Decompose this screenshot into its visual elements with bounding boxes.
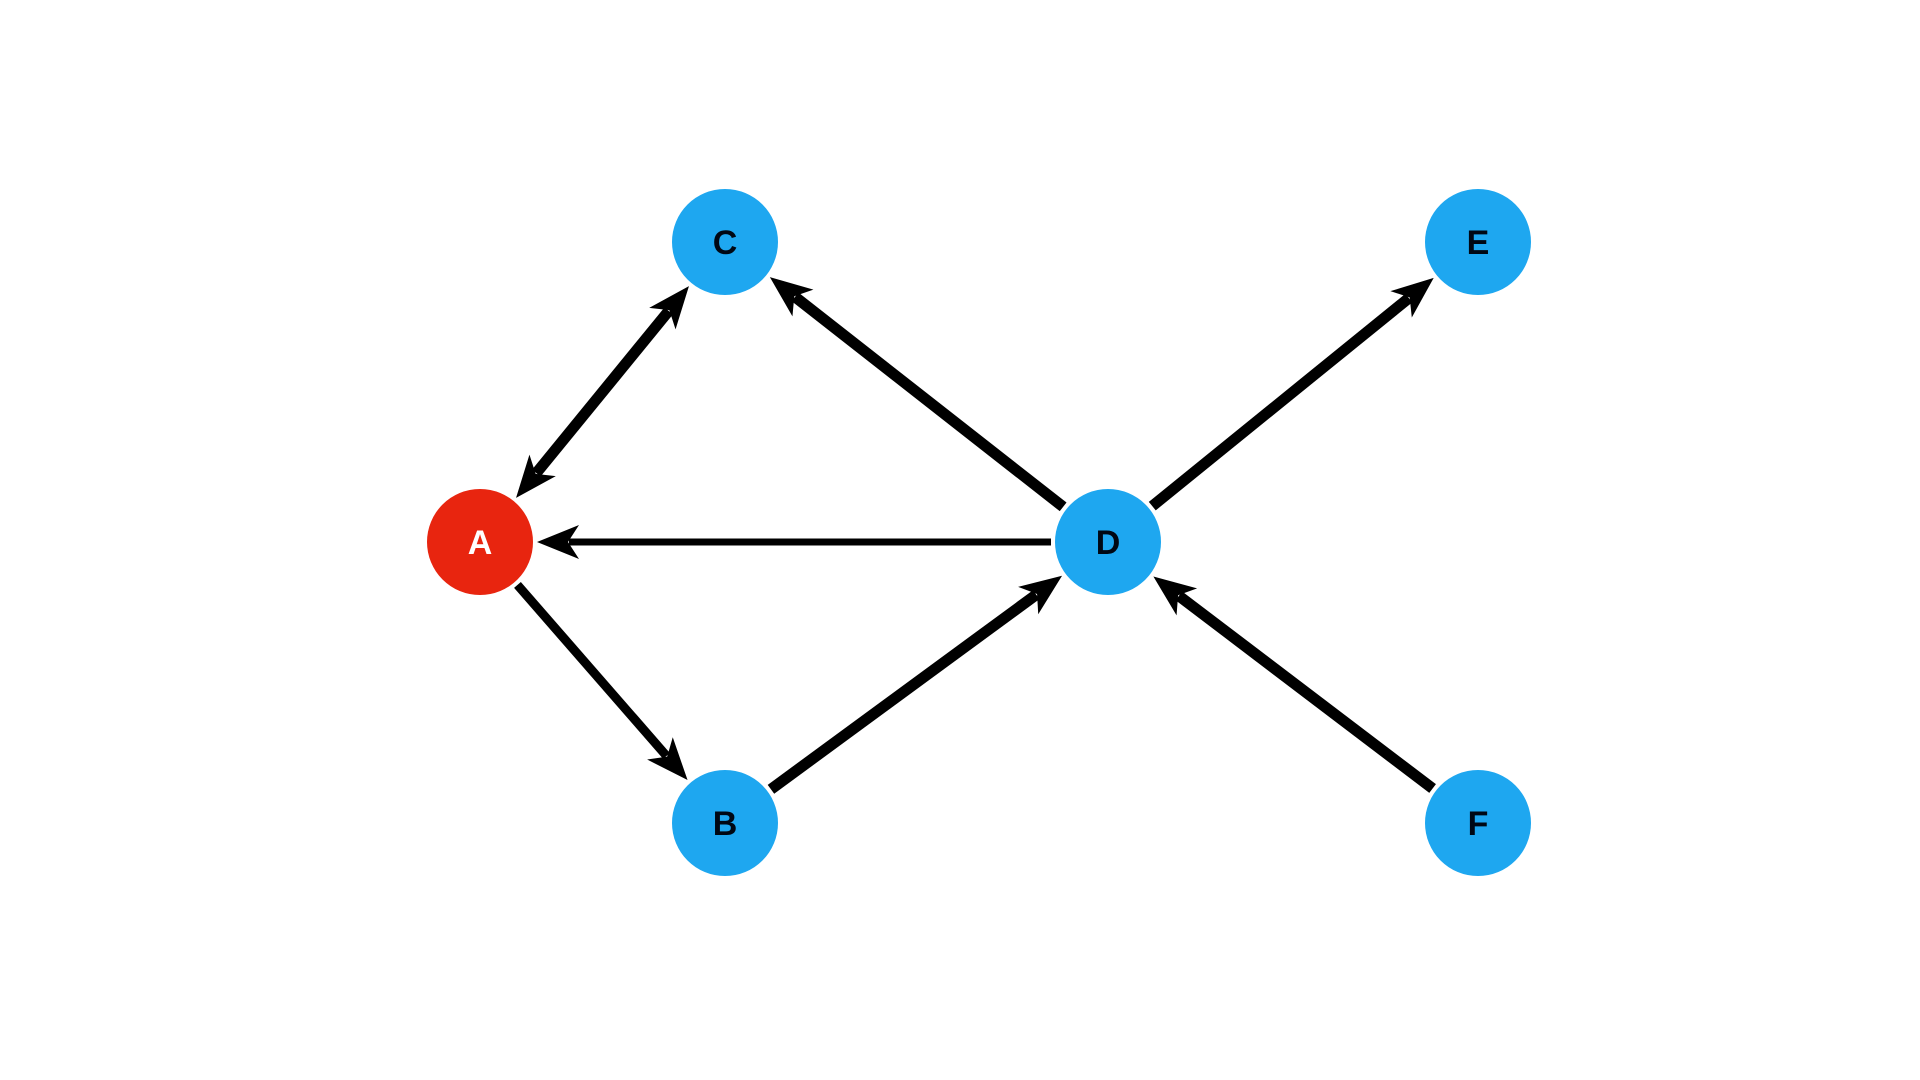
node-circle-a[interactable]: [427, 489, 533, 595]
node-circle-c[interactable]: [672, 189, 778, 295]
node-circle-d[interactable]: [1055, 489, 1161, 595]
edge-line: [1148, 293, 1413, 511]
node-f[interactable]: F: [1425, 770, 1531, 876]
edge-d-a[interactable]: [537, 525, 1051, 559]
edge-line: [514, 582, 670, 759]
node-b[interactable]: B: [672, 770, 778, 876]
edge-d-c[interactable]: [769, 277, 1067, 512]
arrowhead-to-b: [647, 737, 688, 781]
arrowhead-to-c: [649, 286, 689, 330]
edge-line: [532, 307, 673, 477]
node-d[interactable]: D: [1055, 489, 1161, 595]
arrowhead-to-d: [1153, 576, 1198, 616]
edge-line: [791, 292, 1067, 512]
arrowhead-to-e: [1390, 277, 1434, 318]
node-a[interactable]: A: [427, 489, 533, 595]
node-circle-b[interactable]: [672, 770, 778, 876]
edge-b-d[interactable]: [767, 575, 1063, 794]
node-c[interactable]: C: [672, 189, 778, 295]
edge-line: [1175, 591, 1436, 793]
arrowhead-to-c: [769, 277, 814, 317]
edge-a-b[interactable]: [514, 582, 688, 781]
arrowhead-to-a: [516, 454, 556, 498]
node-circle-f[interactable]: [1425, 770, 1531, 876]
edge-line: [767, 590, 1040, 794]
node-circle-e[interactable]: [1425, 189, 1531, 295]
arrowhead-to-a: [537, 525, 579, 559]
edge-a-c[interactable]: [516, 286, 689, 498]
edge-f-d[interactable]: [1153, 576, 1436, 793]
arrowhead-to-d: [1018, 575, 1063, 615]
node-e[interactable]: E: [1425, 189, 1531, 295]
edge-d-e[interactable]: [1148, 277, 1434, 511]
edge-layer: [514, 277, 1436, 794]
